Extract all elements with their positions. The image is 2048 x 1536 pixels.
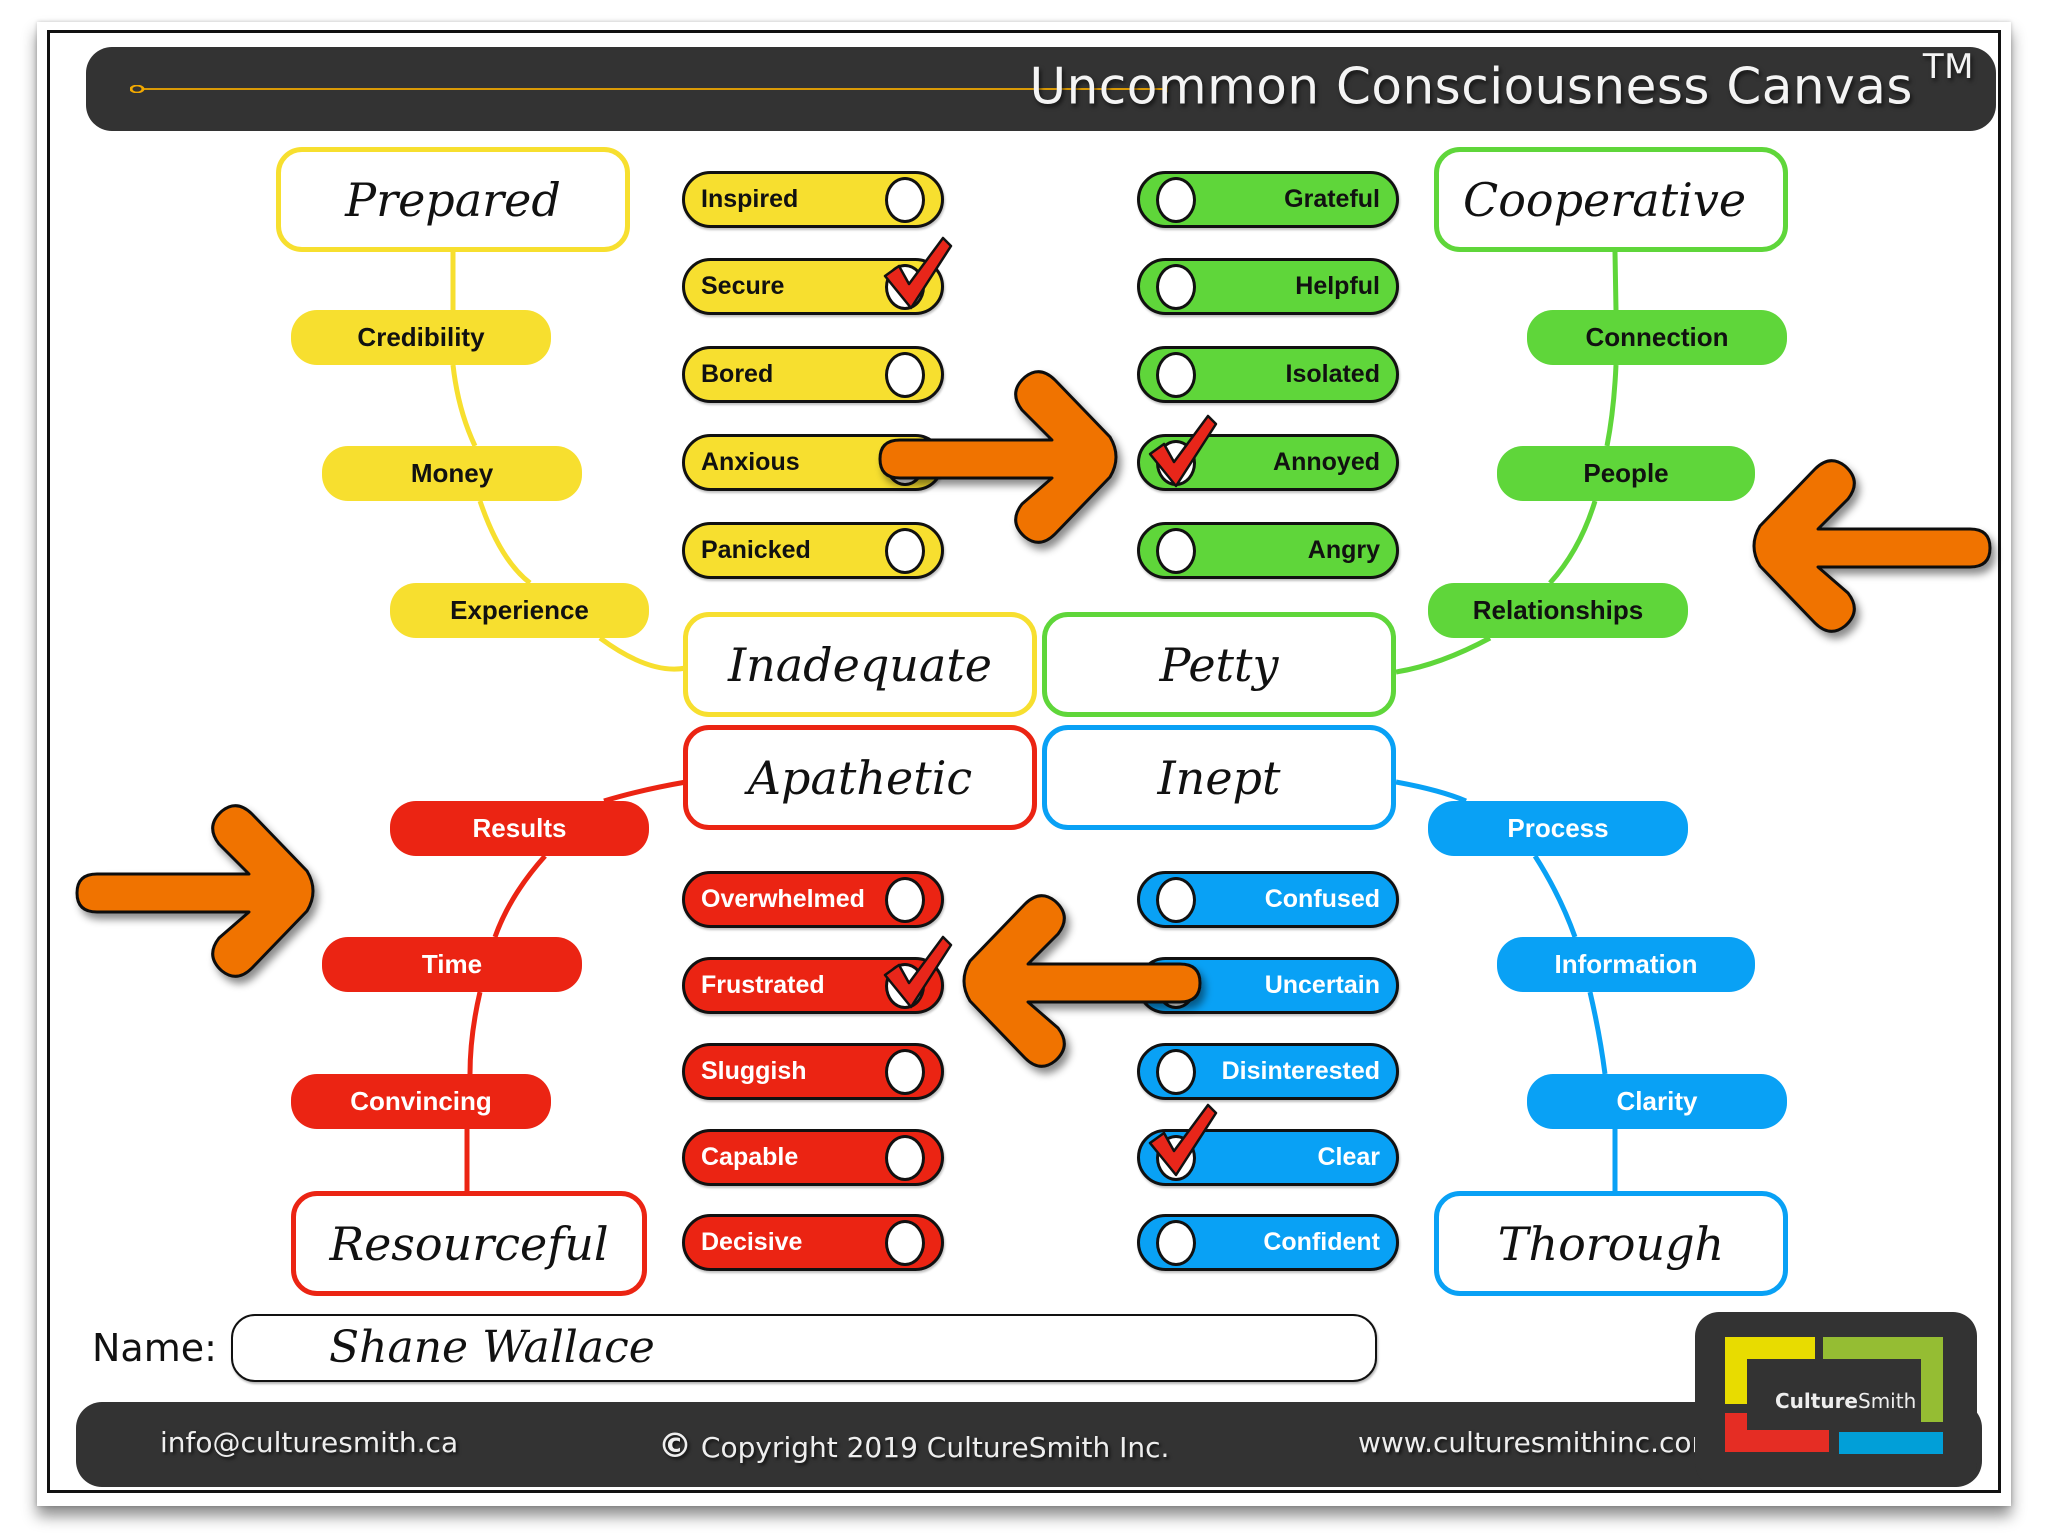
theme-results: Results xyxy=(390,801,649,856)
emotion-label: Capable xyxy=(701,1143,799,1171)
emotion-toggle-confident[interactable]: Confident xyxy=(1137,1214,1399,1271)
trademark-symbol: TM xyxy=(1922,47,1974,87)
goal-box-resourceful: Resourceful xyxy=(291,1191,647,1296)
emotion-label: Grateful xyxy=(1284,185,1380,213)
checkmark-icon-annoyed xyxy=(1148,414,1218,488)
emotion-label: Anxious xyxy=(701,448,800,476)
footer-copyright: © Copyright 2019 CultureSmith Inc. xyxy=(658,1426,1169,1466)
emotion-label: Frustrated xyxy=(701,971,825,999)
emotion-toggle-overwhelmed[interactable]: Overwhelmed xyxy=(682,871,944,928)
copyright-text: Copyright 2019 CultureSmith Inc. xyxy=(700,1431,1170,1464)
theme-information: Information xyxy=(1497,937,1755,992)
toggle-circle-icon[interactable] xyxy=(1156,527,1196,574)
theme-connection: Connection xyxy=(1527,310,1787,365)
state-box-inept: Inept xyxy=(1042,725,1396,830)
arrow-left-icon-uncertain-to-frustrated xyxy=(962,894,1202,1068)
emotion-label: Bored xyxy=(701,360,774,388)
checkmark-icon-secure xyxy=(883,236,953,310)
arrow-left-icon-right-margin xyxy=(1752,459,1992,633)
emotion-toggle-capable[interactable]: Capable xyxy=(682,1129,944,1186)
emotion-label: Confident xyxy=(1263,1228,1380,1256)
blue-connector xyxy=(1395,779,1618,1191)
theme-relationships: Relationships xyxy=(1428,583,1688,638)
emotion-toggle-helpful[interactable]: Helpful xyxy=(1137,258,1399,315)
theme-credibility: Credibility xyxy=(291,310,551,365)
timeline-line-icon xyxy=(130,85,1168,93)
checkmark-icon-clear xyxy=(1148,1103,1218,1177)
emotion-toggle-confused[interactable]: Confused xyxy=(1137,871,1399,928)
emotion-toggle-isolated[interactable]: Isolated xyxy=(1137,346,1399,403)
emotion-label: Sluggish xyxy=(701,1057,807,1085)
toggle-circle-icon[interactable] xyxy=(1156,1219,1196,1266)
emotion-label: Confused xyxy=(1264,885,1380,913)
emotion-toggle-disinterested[interactable]: Disinterested xyxy=(1137,1043,1399,1100)
emotion-label: Helpful xyxy=(1295,272,1380,300)
goal-box-prepared: Prepared xyxy=(276,147,630,252)
state-box-inadequate: Inadequate xyxy=(683,612,1037,717)
toggle-circle-icon[interactable] xyxy=(885,876,925,923)
theme-clarity: Clarity xyxy=(1527,1074,1787,1129)
logo-wordmark: CultureSmith xyxy=(1775,1389,1917,1413)
footer-bar: info@culturesmith.ca © Copyright 2019 Cu… xyxy=(76,1402,1982,1487)
toggle-circle-icon[interactable] xyxy=(885,351,925,398)
logo-brackets-icon xyxy=(1725,1337,1943,1454)
name-input[interactable]: Shane Wallace xyxy=(231,1314,1377,1382)
emotion-label: Inspired xyxy=(701,185,799,213)
emotion-label: Uncertain xyxy=(1264,971,1380,999)
toggle-circle-icon[interactable] xyxy=(885,176,925,223)
theme-money: Money xyxy=(322,446,582,501)
emotion-toggle-sluggish[interactable]: Sluggish xyxy=(682,1043,944,1100)
arrow-right-icon-left-margin xyxy=(75,804,315,978)
emotion-toggle-decisive[interactable]: Decisive xyxy=(682,1214,944,1271)
theme-people: People xyxy=(1497,446,1755,501)
toggle-circle-icon[interactable] xyxy=(1156,876,1196,923)
state-box-apathetic: Apathetic xyxy=(683,725,1037,830)
emotion-toggle-panicked[interactable]: Panicked xyxy=(682,522,944,579)
emotion-toggle-grateful[interactable]: Grateful xyxy=(1137,171,1399,228)
toggle-circle-icon[interactable] xyxy=(1156,1048,1196,1095)
footer-website-link[interactable]: www.culturesmithinc.com xyxy=(1358,1426,1719,1459)
theme-experience: Experience xyxy=(390,583,649,638)
goal-box-thorough: Thorough xyxy=(1434,1191,1788,1296)
emotion-toggle-bored[interactable]: Bored xyxy=(682,346,944,403)
emotion-label: Decisive xyxy=(701,1228,803,1256)
emotion-toggle-secure[interactable]: Secure xyxy=(682,258,944,315)
emotion-toggle-angry[interactable]: Angry xyxy=(1137,522,1399,579)
theme-process: Process xyxy=(1428,801,1688,856)
emotion-label: Disinterested xyxy=(1221,1057,1380,1085)
toggle-circle-icon[interactable] xyxy=(1156,176,1196,223)
name-value: Shane Wallace xyxy=(329,1322,655,1373)
toggle-circle-icon[interactable] xyxy=(885,1134,925,1181)
theme-convincing: Convincing xyxy=(291,1074,551,1129)
green-connector xyxy=(1395,251,1619,675)
culturesmith-logo: CultureSmith xyxy=(1695,1312,1977,1487)
toggle-circle-icon[interactable] xyxy=(1156,263,1196,310)
emotion-toggle-inspired[interactable]: Inspired xyxy=(682,171,944,228)
emotion-label: Clear xyxy=(1317,1143,1380,1171)
emotion-label: Isolated xyxy=(1285,360,1380,388)
red-connector xyxy=(464,779,687,1191)
arrow-right-icon-anxious-to-annoyed xyxy=(878,370,1118,544)
state-box-petty: Petty xyxy=(1042,612,1396,717)
name-label: Name: xyxy=(92,1326,217,1370)
yellow-connector xyxy=(450,252,687,672)
toggle-circle-icon[interactable] xyxy=(885,527,925,574)
emotion-label: Overwhelmed xyxy=(701,885,865,913)
checkmark-icon-frustrated xyxy=(883,935,953,1009)
emotion-label: Annoyed xyxy=(1273,448,1380,476)
copyright-icon: © xyxy=(658,1426,692,1466)
toggle-circle-icon[interactable] xyxy=(885,1219,925,1266)
theme-time: Time xyxy=(322,937,582,992)
toggle-circle-icon[interactable] xyxy=(885,1048,925,1095)
footer-email-link[interactable]: info@culturesmith.ca xyxy=(160,1426,459,1459)
toggle-circle-icon[interactable] xyxy=(1156,351,1196,398)
emotion-label: Panicked xyxy=(701,536,811,564)
goal-box-cooperative: Cooperative xyxy=(1434,147,1788,252)
emotion-label: Secure xyxy=(701,272,785,300)
emotion-label: Angry xyxy=(1307,536,1380,564)
